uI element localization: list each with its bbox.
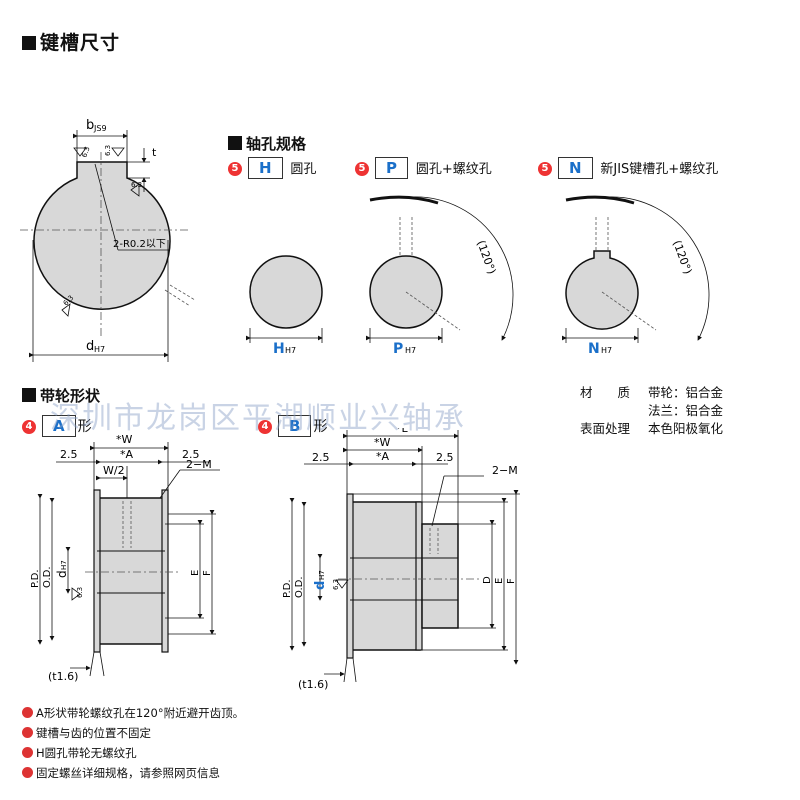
svg-text:d: d	[55, 570, 69, 578]
material-row: 法兰：铝合金	[648, 403, 724, 418]
tip-icon	[22, 727, 33, 738]
tip-icon	[22, 767, 33, 778]
svg-text:*A: *A	[120, 448, 134, 461]
number-badge-icon: 4	[258, 420, 272, 434]
svg-text:2−M: 2−M	[492, 464, 518, 477]
svg-text:2−M: 2−M	[186, 458, 212, 471]
svg-text:F: F	[202, 570, 213, 576]
square-bullet-icon	[22, 388, 36, 402]
d-dimension-sub: H7	[94, 345, 105, 354]
bore-code-h: H	[248, 157, 283, 179]
keyway-diagram: b JS9 t 6.3 6.3 6.3 6.3 2-R0.2以下 d H7	[20, 118, 196, 362]
svg-text:D: D	[482, 576, 493, 584]
material-spec: 材 质带轮：铝合金 法兰：铝合金 表面处理本色阳极氧化	[580, 384, 723, 438]
ra-label-a: 6.3	[80, 145, 91, 158]
bore-h-sub: H7	[285, 346, 296, 355]
b-dimension-sub: JS9	[93, 124, 107, 133]
svg-text:O.D.: O.D.	[294, 576, 305, 598]
tip-icon	[22, 707, 33, 718]
tip-icon	[22, 747, 33, 758]
ra-label-c: 6.3	[131, 181, 142, 189]
number-badge-icon: 5	[355, 162, 369, 176]
svg-text:d: d	[313, 581, 328, 590]
bore-n-dim: N	[588, 341, 600, 357]
svg-text:H7: H7	[60, 560, 68, 570]
svg-text:*A: *A	[376, 450, 390, 463]
ra-label-b: 6.3	[104, 145, 112, 156]
svg-text:E: E	[494, 578, 505, 584]
watermark: 深圳市龙岗区平湖顺业兴轴承	[50, 401, 466, 436]
bore-p-sub: H7	[405, 346, 416, 355]
pulley-code-b: B	[278, 415, 312, 437]
svg-text:2.5: 2.5	[312, 451, 330, 464]
svg-text:P.D.: P.D.	[282, 579, 293, 598]
svg-text:O.D.: O.D.	[42, 566, 53, 588]
bore-p-dim: P	[393, 341, 403, 357]
svg-text:2.5: 2.5	[182, 448, 200, 461]
note-item: A形状带轮螺纹孔在120°附近避开齿顶。	[22, 703, 244, 723]
svg-text:2.5: 2.5	[60, 448, 78, 461]
bore-p-angle: (120°)	[474, 239, 498, 276]
square-bullet-icon	[22, 36, 36, 50]
material-row: 表面处理本色阳极氧化	[580, 421, 724, 436]
note-item: H圆孔带轮无螺纹孔	[22, 743, 244, 763]
svg-text:(t1.6): (t1.6)	[298, 678, 328, 690]
svg-text:*L: *L	[396, 428, 409, 435]
svg-text:F: F	[506, 578, 517, 584]
bore-diagrams: H H7 (120°) P H7 (120°) N H7	[246, 195, 710, 357]
svg-text:H7: H7	[318, 570, 326, 580]
bore-h-shape	[249, 255, 323, 329]
number-badge-icon: 4	[22, 420, 36, 434]
bore-code-p: P	[375, 157, 408, 179]
d-dimension-label: d	[86, 339, 94, 354]
notes-list: A形状带轮螺纹孔在120°附近避开齿顶。 键槽与齿的位置不固定 H圆孔带轮无螺纹…	[22, 703, 244, 783]
number-badge-icon: 5	[538, 162, 552, 176]
pulley-b-hub	[421, 523, 459, 629]
svg-text:6.3: 6.3	[332, 579, 340, 590]
svg-text:6.3: 6.3	[76, 587, 84, 598]
pulley-section-title: 带轮形状	[22, 385, 100, 406]
b-dimension-label: b	[86, 118, 94, 133]
note-item: 键槽与齿的位置不固定	[22, 723, 244, 743]
pulley-code-a: A	[42, 415, 76, 437]
bore-desc-p: 圆孔+螺纹孔	[415, 162, 492, 177]
svg-text:E: E	[190, 570, 201, 576]
svg-text:2.5: 2.5	[436, 451, 454, 464]
pulley-a-diagram: *W *A 2.5 2.5 W/2 2−M P.D. O.D. d H7 6.3…	[30, 433, 220, 683]
material-row: 材 质带轮：铝合金	[580, 385, 724, 400]
svg-text:*W: *W	[374, 436, 391, 449]
svg-text:W/2: W/2	[103, 464, 125, 477]
bore-code-n: N	[558, 157, 593, 179]
bore-desc-n: 新JIS键槽孔+螺纹孔	[600, 162, 719, 177]
bore-desc-h: 圆孔	[290, 162, 317, 177]
t-dimension-label: t	[152, 146, 157, 159]
keyway-hub-shape	[33, 161, 171, 310]
radius-note: 2-R0.2以下	[113, 239, 166, 250]
bore-h-dim: H	[273, 341, 285, 357]
pulley-a-body	[96, 497, 166, 645]
number-badge-icon: 5	[228, 162, 242, 176]
square-bullet-icon	[228, 136, 242, 150]
svg-text:(t1.6): (t1.6)	[48, 670, 78, 683]
bore-n-angle: (120°)	[670, 239, 694, 276]
svg-text:*W: *W	[116, 433, 133, 446]
pulley-b-diagram: *L *W *A 2.5 2.5 2−M P.D. O.D. d H7 6.3 …	[282, 428, 520, 690]
bore-n-shape	[565, 250, 639, 330]
bore-section-title: 轴孔规格	[228, 133, 306, 154]
bore-n-sub: H7	[601, 346, 612, 355]
note-item: 固定螺丝详细规格，请参照网页信息	[22, 763, 244, 783]
svg-text:P.D.: P.D.	[30, 569, 41, 588]
keyway-section-title: 键槽尺寸	[22, 28, 120, 55]
